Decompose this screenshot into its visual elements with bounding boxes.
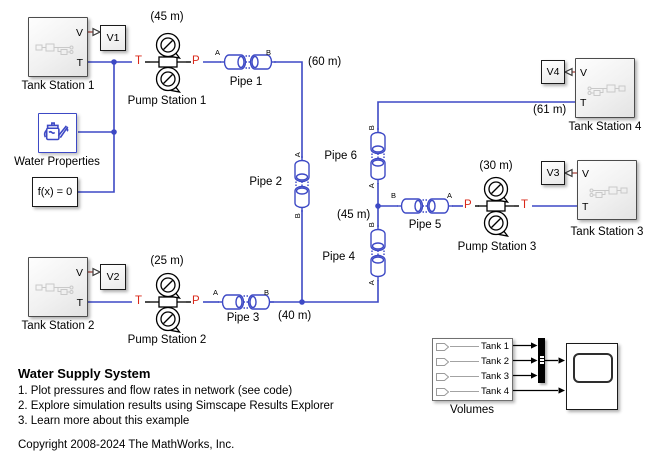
mux-icon — [538, 355, 545, 366]
pipe3-port-b: B — [264, 288, 270, 297]
volumes-row: Tank 1 — [436, 339, 509, 354]
volumes-output-label: Tank 4 — [481, 386, 509, 397]
volumes-row: Tank 3 — [436, 369, 509, 384]
signal-wires — [513, 342, 565, 394]
pipe1-port-b: B — [266, 48, 272, 57]
pipe-6-label: Pipe 6 — [324, 150, 357, 162]
pipe4-port-a: A — [366, 280, 376, 286]
pump-station-2-block[interactable] — [150, 271, 186, 333]
subsystem-preview-icon — [588, 180, 628, 204]
volumes-output-label: Tank 3 — [481, 371, 509, 382]
pipe5-port-b: B — [391, 191, 397, 200]
pipe-2-label: Pipe 2 — [249, 176, 282, 188]
pipe-1-label: Pipe 1 — [229, 76, 263, 88]
pipe-6-block[interactable] — [368, 128, 388, 184]
tank-station-3-label: Tank Station 3 — [570, 226, 644, 238]
tank-station-2-block[interactable]: V T — [28, 257, 88, 317]
pipe-2-block[interactable] — [292, 156, 312, 212]
volumes-label: Volumes — [449, 404, 495, 416]
port-label-v: V — [75, 267, 83, 279]
pipe-4-label: Pipe 4 — [322, 251, 355, 263]
pump3-port-p: P — [464, 199, 472, 211]
scope-block[interactable] — [566, 343, 618, 410]
tank-station-1-block[interactable]: V T — [28, 17, 88, 77]
v1-display-block[interactable]: V1 — [100, 25, 126, 51]
pump2-port-t: T — [135, 295, 143, 307]
pump1-port-p: P — [192, 55, 200, 67]
pipe5-port-a: A — [447, 191, 453, 200]
annotation-60m: (60 m) — [308, 56, 342, 68]
signal-line — [450, 376, 479, 377]
from-tag-icon — [436, 343, 449, 351]
tank-station-4-block[interactable]: V T — [575, 58, 635, 118]
model-title: Water Supply System — [18, 366, 151, 381]
watering-can-icon — [42, 117, 72, 147]
pump-station-2-label: Pump Station 2 — [127, 334, 207, 346]
tank-station-2-label: Tank Station 2 — [21, 320, 95, 332]
signal-line — [450, 346, 479, 347]
pipe-5-label: Pipe 5 — [408, 219, 442, 231]
pipe6-port-a: A — [366, 183, 376, 189]
pipe1-port-a: A — [215, 48, 221, 57]
tank-station-4-label: Tank Station 4 — [568, 121, 642, 133]
port-label-t: T — [76, 57, 83, 69]
from-tag-icon — [436, 388, 449, 396]
v4-display-block[interactable]: V4 — [541, 60, 565, 84]
v3-display-block[interactable]: V3 — [541, 161, 565, 185]
mux-block[interactable] — [538, 338, 545, 383]
annotation-40m: (40 m) — [278, 310, 312, 322]
model-note-3: 3. Learn more about this example — [18, 415, 190, 427]
port-label-v: V — [580, 67, 588, 79]
pipe3-port-a: A — [213, 288, 219, 297]
port-label-v: V — [582, 168, 590, 180]
solver-block[interactable]: f(x) = 0 — [32, 177, 78, 207]
from-tag-icon — [436, 358, 449, 366]
v2-display-block[interactable]: V2 — [100, 264, 126, 290]
pipe-3-label: Pipe 3 — [226, 312, 260, 324]
pipe2-port-b: B — [292, 213, 302, 219]
volumes-row: Tank 2 — [436, 354, 509, 369]
port-label-v: V — [75, 27, 83, 39]
water-properties-label: Water Properties — [14, 156, 100, 168]
pump2-port-p: P — [192, 295, 200, 307]
port-label-t: T — [76, 297, 83, 309]
pump-station-1-block[interactable] — [150, 31, 186, 93]
pipe-4-block[interactable] — [368, 225, 388, 281]
port-label-t: T — [582, 201, 589, 213]
subsystem-preview-icon — [35, 37, 75, 61]
annotation-61m: (61 m) — [533, 104, 567, 116]
copyright-text: Copyright 2008-2024 The MathWorks, Inc. — [18, 439, 235, 451]
annotation-45m: (45 m) — [337, 209, 371, 221]
pipe6-port-b: B — [366, 125, 376, 131]
subsystem-preview-icon — [35, 277, 75, 301]
tank-station-1-label: Tank Station 1 — [21, 80, 95, 92]
pump-station-3-head: (30 m) — [479, 160, 513, 172]
pump1-port-t: T — [135, 55, 143, 67]
port-label-t: T — [580, 97, 587, 109]
pump3-port-t: T — [521, 199, 529, 211]
pump-station-2-head: (25 m) — [150, 255, 184, 267]
volumes-output-label: Tank 2 — [481, 356, 509, 367]
water-properties-block[interactable] — [38, 113, 77, 153]
signal-line — [450, 391, 479, 392]
from-tag-icon — [436, 373, 449, 381]
pump-station-3-label: Pump Station 3 — [457, 241, 537, 253]
volumes-row: Tank 4 — [436, 384, 509, 399]
subsystem-preview-icon — [586, 78, 626, 102]
pump-station-1-label: Pump Station 1 — [127, 95, 207, 107]
model-note-2: 2. Explore simulation results using Sims… — [18, 400, 334, 412]
pipe-5-block[interactable] — [397, 196, 453, 216]
volumes-block[interactable]: Tank 1 Tank 2 Tank 3 Tank 4 — [432, 338, 513, 401]
scope-screen-icon — [573, 353, 613, 383]
pump-station-1-head: (45 m) — [150, 11, 184, 23]
volumes-output-label: Tank 1 — [481, 341, 509, 352]
model-note-1: 1. Plot pressures and flow rates in netw… — [18, 385, 293, 397]
signal-line — [450, 361, 479, 362]
physical-wires — [77, 27, 577, 305]
tank-station-3-block[interactable]: V T — [577, 160, 637, 220]
